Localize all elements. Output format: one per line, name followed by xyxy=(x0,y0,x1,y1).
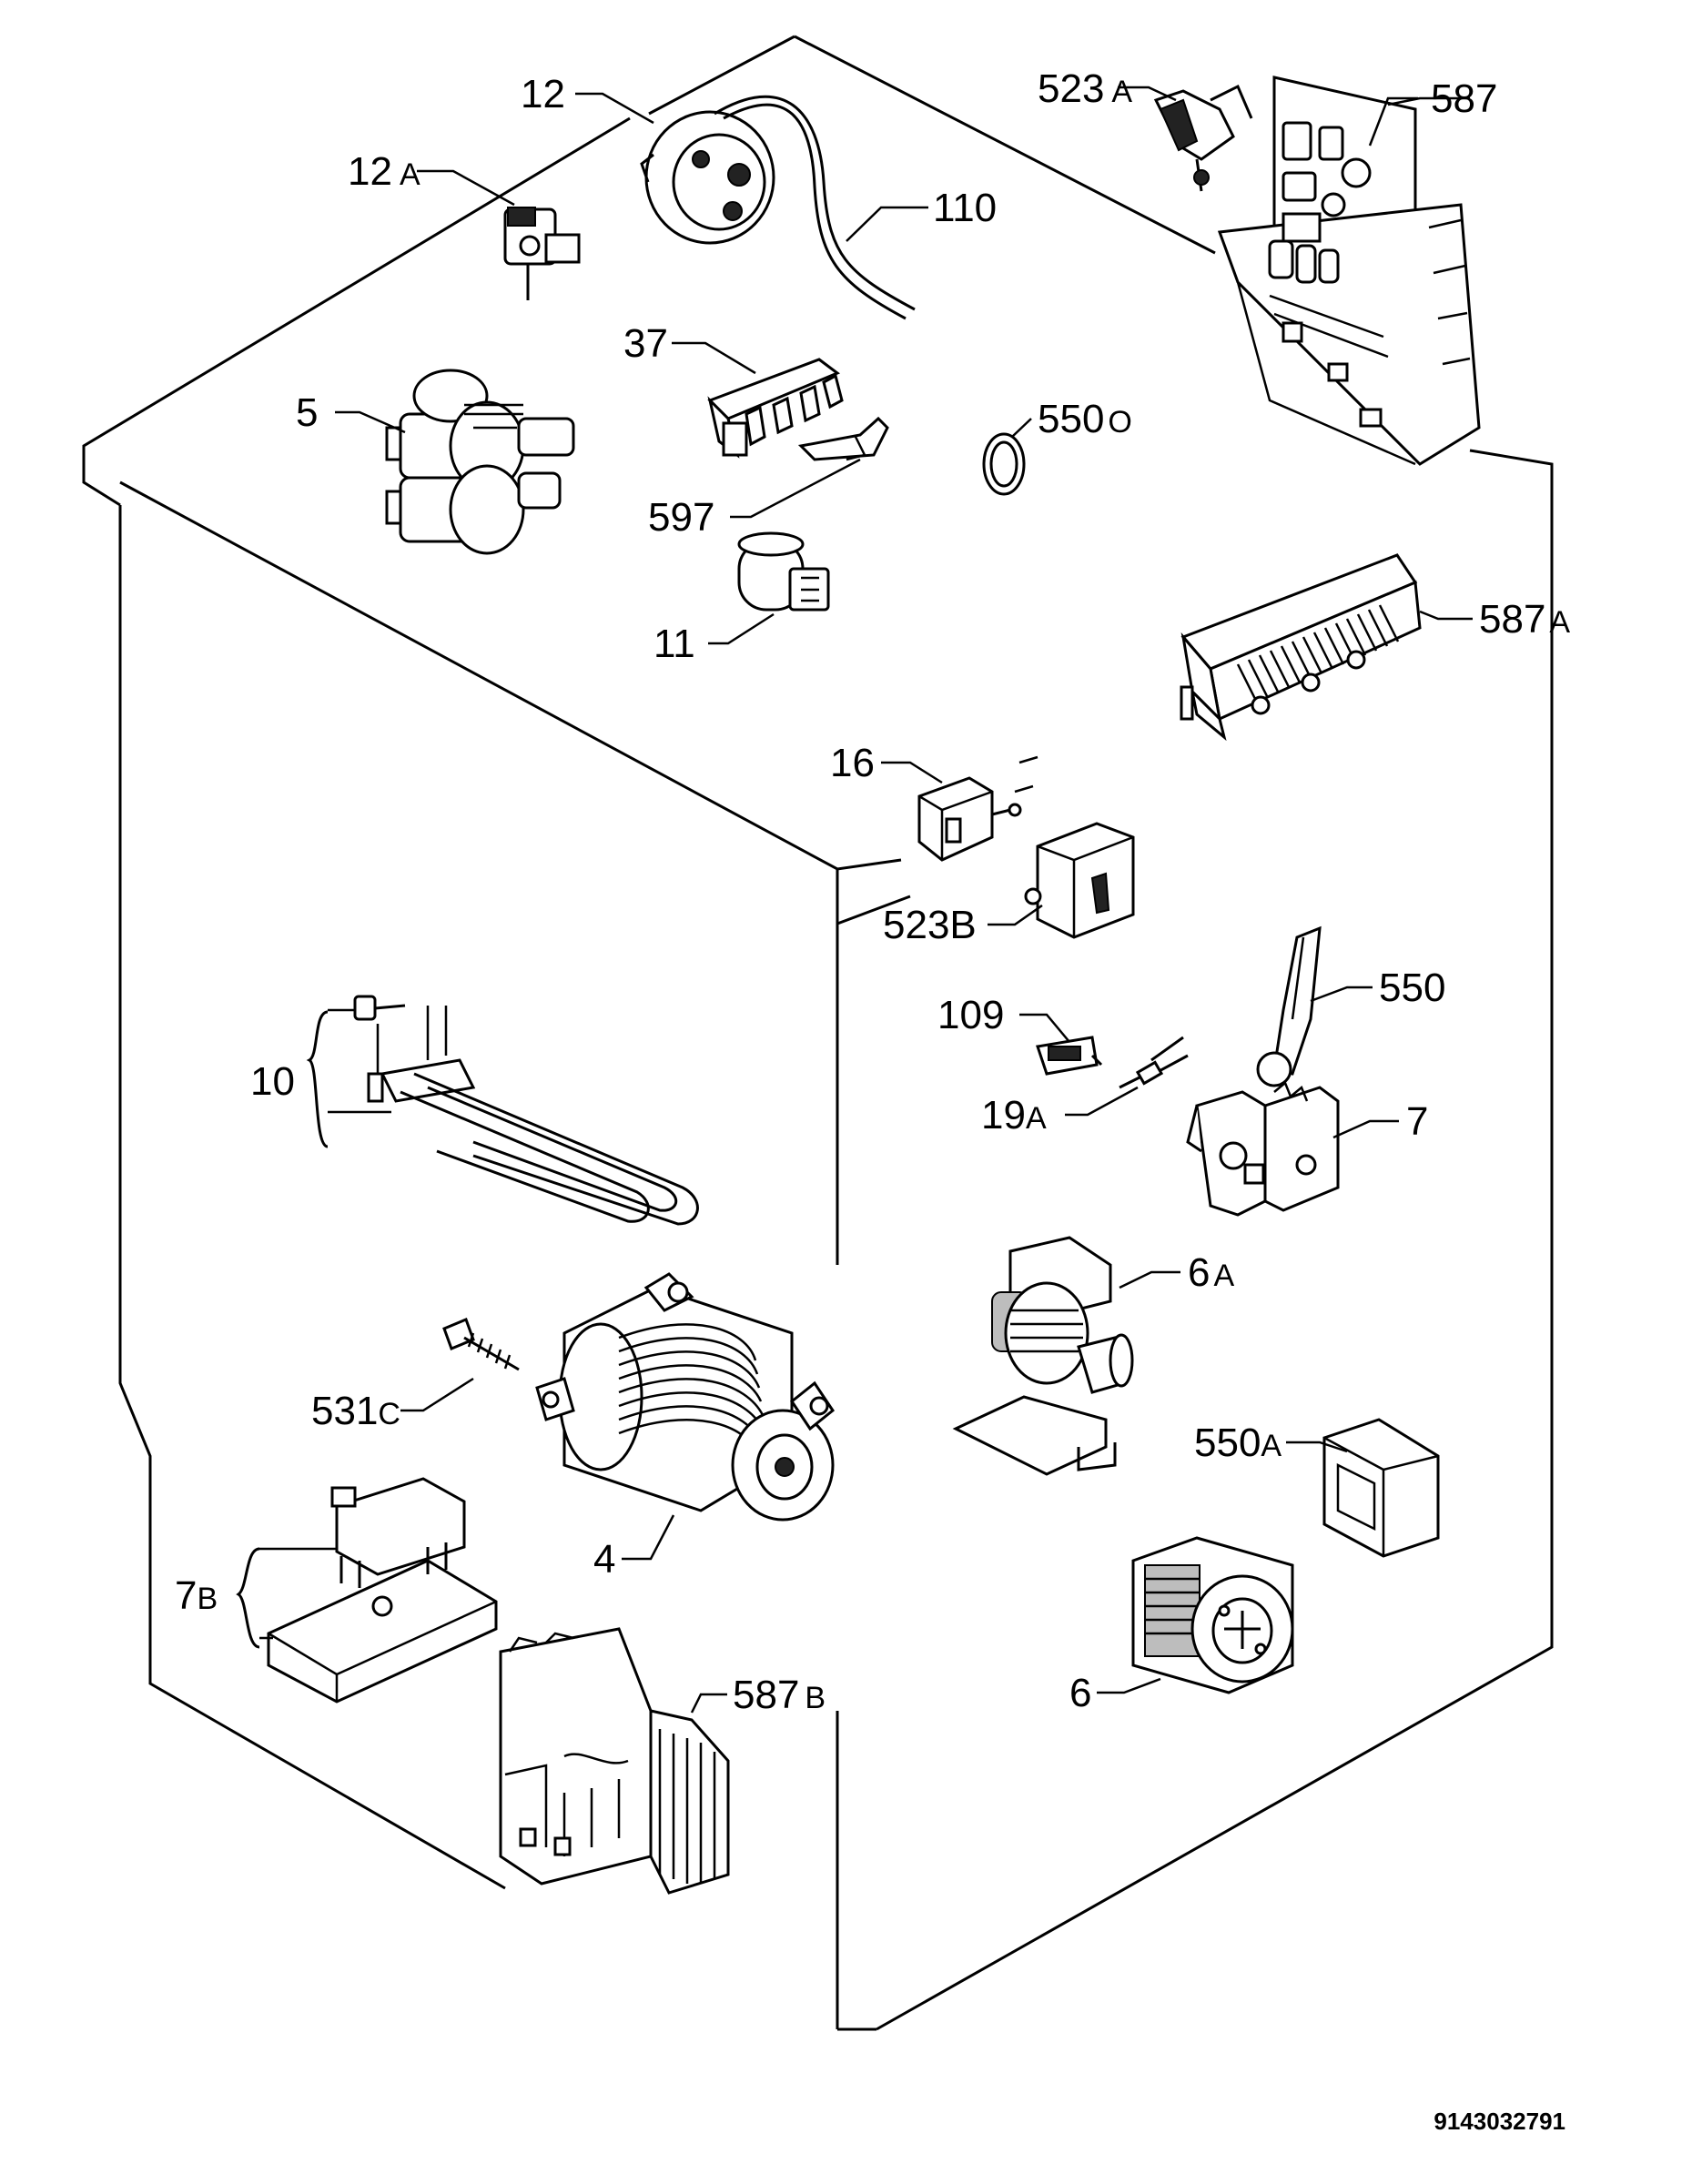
label-12[interactable]: 12 xyxy=(521,72,565,116)
label-109[interactable]: 109 xyxy=(937,993,1004,1037)
control-board-587a-drawing xyxy=(1180,553,1422,742)
label-110[interactable]: 110 xyxy=(933,186,997,230)
bracket-7b-drawing xyxy=(236,1477,498,1704)
cabinet-outline xyxy=(82,35,1554,2031)
seal-ring-550o-drawing xyxy=(982,432,1026,496)
label-10[interactable]: 10 xyxy=(250,1059,295,1104)
label-587[interactable]: 587 xyxy=(1431,76,1497,121)
lamp-523a-drawing xyxy=(1153,84,1253,192)
drawing-number: 9143032791 xyxy=(1434,2108,1565,2135)
sensor-19a-drawing xyxy=(1119,1036,1189,1089)
inlet-valve-5-drawing xyxy=(385,369,575,555)
holder-109-drawing xyxy=(1036,1036,1103,1076)
label-5[interactable]: 5 xyxy=(296,390,318,435)
pump-6-drawing xyxy=(1131,1536,1294,1694)
label-550[interactable]: 550 xyxy=(1379,966,1445,1010)
drain-pump-6a-drawing xyxy=(952,1236,1134,1476)
label-550a[interactable]: 550A xyxy=(1194,1421,1282,1465)
label-19a[interactable]: 19A xyxy=(981,1093,1047,1138)
label-531c[interactable]: 531C xyxy=(311,1389,400,1433)
lever-550-drawing xyxy=(1256,925,1322,1087)
power-board-587b-drawing xyxy=(499,1627,730,1895)
pressure-switch-12a-drawing xyxy=(503,207,581,300)
motor-4-drawing xyxy=(535,1272,836,1522)
connector-block-37-drawing xyxy=(707,358,844,459)
label-7[interactable]: 7 xyxy=(1406,1099,1428,1144)
electronic-board-587-drawing xyxy=(1217,76,1481,466)
pressure-switch-12-drawing xyxy=(640,95,916,320)
door-lock-7-drawing xyxy=(1186,1080,1340,1217)
label-597[interactable]: 597 xyxy=(648,495,714,540)
leader-lines xyxy=(335,86,1473,1714)
clip-597-drawing xyxy=(797,416,889,461)
door-switch-16-drawing xyxy=(917,776,1022,862)
label-6[interactable]: 6 xyxy=(1069,1671,1091,1715)
cover-523b-drawing xyxy=(1024,822,1135,939)
label-4[interactable]: 4 xyxy=(593,1537,615,1582)
label-523b[interactable]: 523B xyxy=(883,903,977,947)
cover-550a-drawing xyxy=(1322,1418,1440,1558)
screw-531c-drawing xyxy=(442,1318,520,1371)
heating-element-10-drawing xyxy=(306,995,699,1226)
label-37[interactable]: 37 xyxy=(623,321,668,366)
label-7b[interactable]: 7B xyxy=(175,1573,218,1618)
label-16[interactable]: 16 xyxy=(830,741,875,785)
label-11[interactable]: 11 xyxy=(653,622,695,666)
capacitor-11-drawing xyxy=(737,531,830,612)
